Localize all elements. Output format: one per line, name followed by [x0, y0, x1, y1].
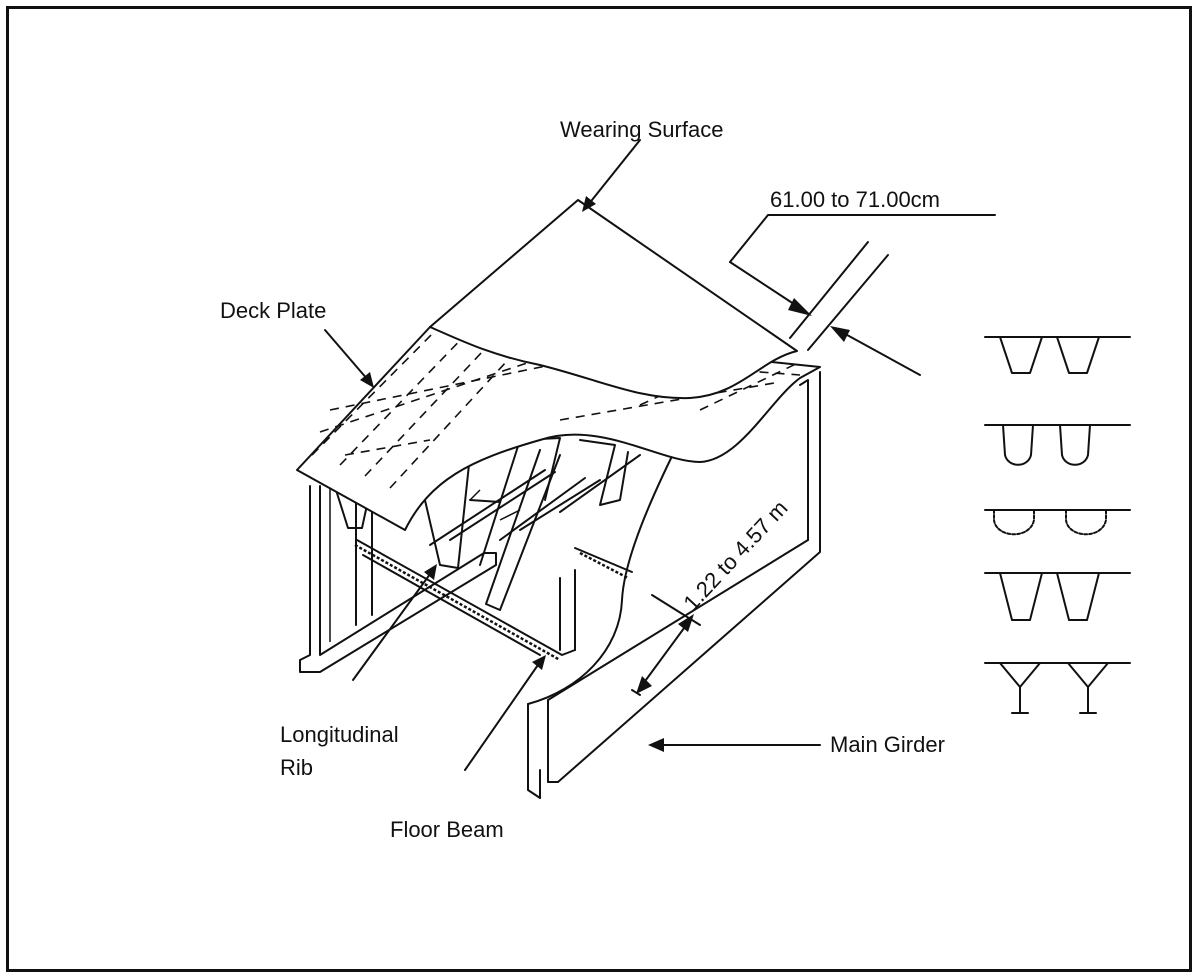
longitudinal-rib-label-line1: Longitudinal: [280, 722, 399, 747]
y-rib-icon: [984, 662, 1131, 714]
floor-beam-spacing-dimension: [631, 594, 701, 696]
rib-spacing-label: 61.00 to 71.00cm: [770, 187, 940, 212]
rib-spacing-dimension: [729, 214, 996, 376]
wearing-surface-label: Wearing Surface: [560, 117, 723, 142]
floor-beam-spacing-label: 1.22 to 4.57 m: [678, 495, 792, 615]
leader-lines: [324, 139, 821, 771]
bulb-rib-icon: [984, 509, 1131, 536]
main-girder-label: Main Girder: [830, 732, 945, 757]
longitudinal-rib-label-line2: Rib: [280, 755, 313, 780]
longitudinal-ribs: [335, 437, 641, 611]
v-rib-icon: [984, 572, 1131, 621]
deck-plate-label: Deck Plate: [220, 298, 326, 323]
trapezoidal-rib-icon: [984, 336, 1131, 374]
right-main-girder: [527, 371, 821, 799]
wearing-surface: [429, 199, 798, 400]
floor-beam: [354, 539, 633, 662]
floor-beam-label: Floor Beam: [390, 817, 504, 842]
u-rib-icon: [984, 424, 1131, 466]
figure-frame: [6, 6, 1192, 972]
